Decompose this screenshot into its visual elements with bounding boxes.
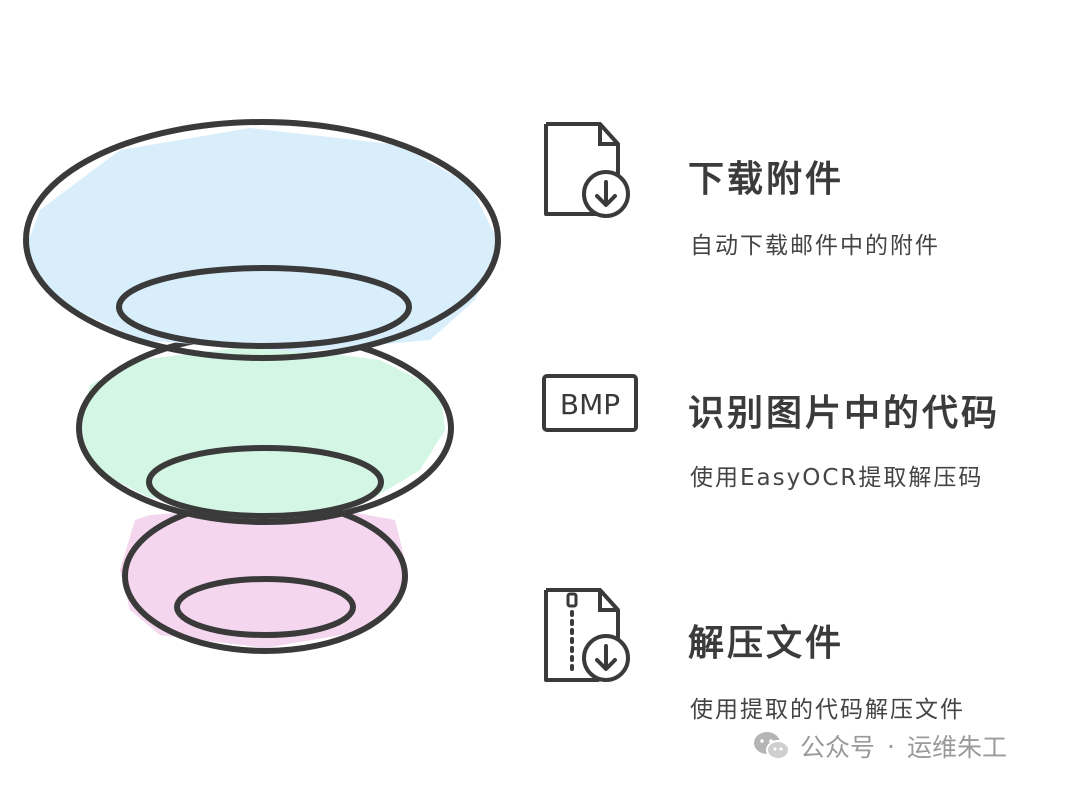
file-download-icon bbox=[544, 122, 630, 218]
wechat-icon bbox=[754, 732, 790, 760]
step-3-title: 解压文件 bbox=[688, 623, 845, 664]
bmp-icon-label: BMP bbox=[560, 388, 620, 421]
step-1-description: 自动下载邮件中的附件 bbox=[690, 233, 940, 259]
step-2-description: 使用EasyOCR提取解压码 bbox=[690, 465, 984, 491]
funnel-layer-middle bbox=[76, 331, 454, 525]
watermark-prefix: 公众号 bbox=[800, 733, 876, 762]
zip-download-icon bbox=[544, 588, 630, 682]
watermark: 公众号 · 运维朱工 bbox=[752, 728, 1007, 764]
watermark-separator: · bbox=[887, 731, 895, 761]
step-1-title: 下载附件 bbox=[688, 159, 845, 200]
watermark-name: 运维朱工 bbox=[906, 733, 1007, 762]
bmp-file-icon: BMP bbox=[542, 374, 638, 432]
step-3-description: 使用提取的代码解压文件 bbox=[690, 697, 965, 723]
funnel-layer-bottom bbox=[120, 498, 408, 654]
funnel-layer-top bbox=[23, 119, 501, 361]
step-2-title: 识别图片中的代码 bbox=[688, 393, 1001, 434]
